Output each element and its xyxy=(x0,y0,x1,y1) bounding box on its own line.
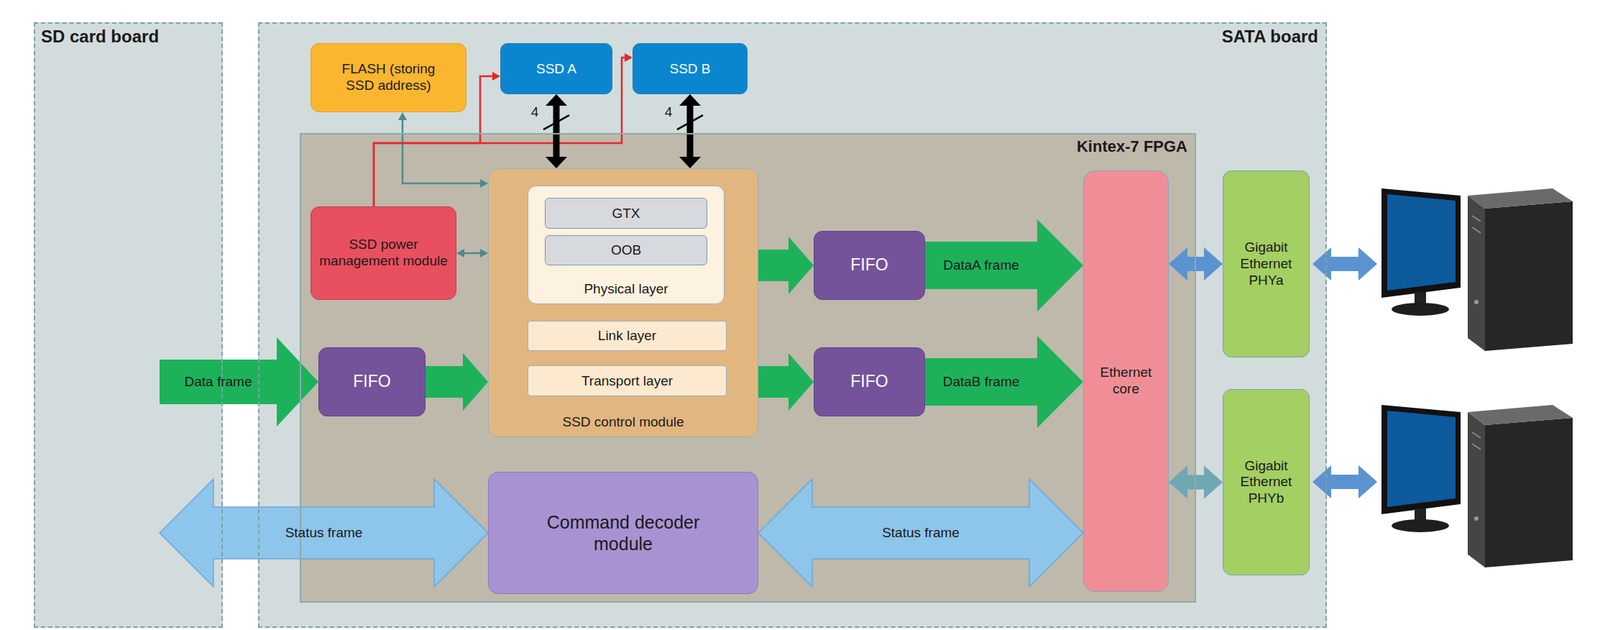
box-label: SSD A xyxy=(500,60,612,77)
box-label: SSD B xyxy=(633,60,747,77)
module-box: GTX OOB Physical layerLink layerTransport … xyxy=(488,168,759,438)
box-label: SSD power management module xyxy=(311,236,456,270)
core-box: Ethernet core xyxy=(1083,170,1169,592)
ssd-box: SSD B xyxy=(632,43,748,95)
box-label: Gigabit Ethernet PHYb xyxy=(1223,457,1309,507)
fifo-box: FIFO xyxy=(813,230,926,300)
fifo-box: FIFO xyxy=(318,347,426,417)
phy-box: Gigabit Ethernet PHYb xyxy=(1222,388,1310,576)
board-panel: SD card board xyxy=(33,22,223,628)
block-arrow xyxy=(758,352,814,411)
box-label: FIFO xyxy=(319,371,425,392)
box-title: Physical layer xyxy=(528,281,724,298)
arrow-label: Status frame xyxy=(285,524,363,542)
module-box: Command decoder module xyxy=(488,471,759,594)
ssd-box: SSD A xyxy=(500,43,613,95)
box-title: SSD control module xyxy=(488,414,758,431)
block-arrow xyxy=(159,337,319,427)
box-label: OOB xyxy=(545,242,707,259)
module-box: SSD power management module xyxy=(310,206,457,300)
fifo-box: FIFO xyxy=(813,347,926,417)
arrow-label: Status frame xyxy=(881,524,960,542)
block-arrow xyxy=(758,478,1084,587)
bus-arrow xyxy=(553,105,560,157)
link-arrow xyxy=(1312,465,1378,499)
signal-line xyxy=(464,252,481,255)
block-arrow xyxy=(159,478,489,587)
arrow-label: Data frame xyxy=(184,373,253,391)
layer-group: GTX OOB Physical layer xyxy=(527,185,725,305)
computer-icon xyxy=(1381,404,1573,568)
block-arrow xyxy=(925,219,1084,312)
fpga-panel: SSD power management module GTX OOB Physica… xyxy=(299,132,1197,603)
box-label: FIFO xyxy=(814,255,925,276)
block-arrow xyxy=(758,236,814,294)
box-label: Link layer xyxy=(528,327,726,345)
flash-box: FLASH (storing SSD address) xyxy=(310,43,467,113)
box-label: Command decoder module xyxy=(488,511,758,555)
signal-line xyxy=(402,120,481,184)
box-label: FIFO xyxy=(814,371,925,392)
bus-width: 4 xyxy=(531,104,540,121)
box-title: SD card board xyxy=(40,26,159,48)
box-title: SATA board xyxy=(1221,26,1319,48)
sub-block: GTX xyxy=(544,197,708,229)
board-panel: FLASH (storing SSD address) SSD A SSD B SSD… xyxy=(258,22,1327,628)
box-label: Transport layer xyxy=(528,372,726,389)
bus-slash xyxy=(677,115,703,130)
block-arrow xyxy=(425,352,489,411)
box-label: GTX xyxy=(545,204,707,222)
bus-arrow xyxy=(687,105,694,157)
arrow-label: DataA frame xyxy=(943,257,1020,274)
block-arrow xyxy=(925,335,1084,428)
bus-width: 4 xyxy=(664,104,673,121)
box-title: Kintex-7 FPGA xyxy=(1076,137,1188,156)
box-label: FLASH (storing SSD address) xyxy=(311,61,466,95)
bus-slash xyxy=(543,115,570,130)
arrow-label: DataB frame xyxy=(943,373,1020,391)
phy-box: Gigabit Ethernet PHYa xyxy=(1222,170,1310,358)
computer-icon xyxy=(1381,188,1573,351)
link-arrow xyxy=(1312,247,1378,281)
box-label: Ethernet core xyxy=(1083,364,1169,398)
sub-block: OOB xyxy=(544,235,708,266)
box-label: Gigabit Ethernet PHYa xyxy=(1223,239,1309,289)
layer-box: Transport layer xyxy=(527,365,727,397)
layer-box: Link layer xyxy=(527,320,727,351)
